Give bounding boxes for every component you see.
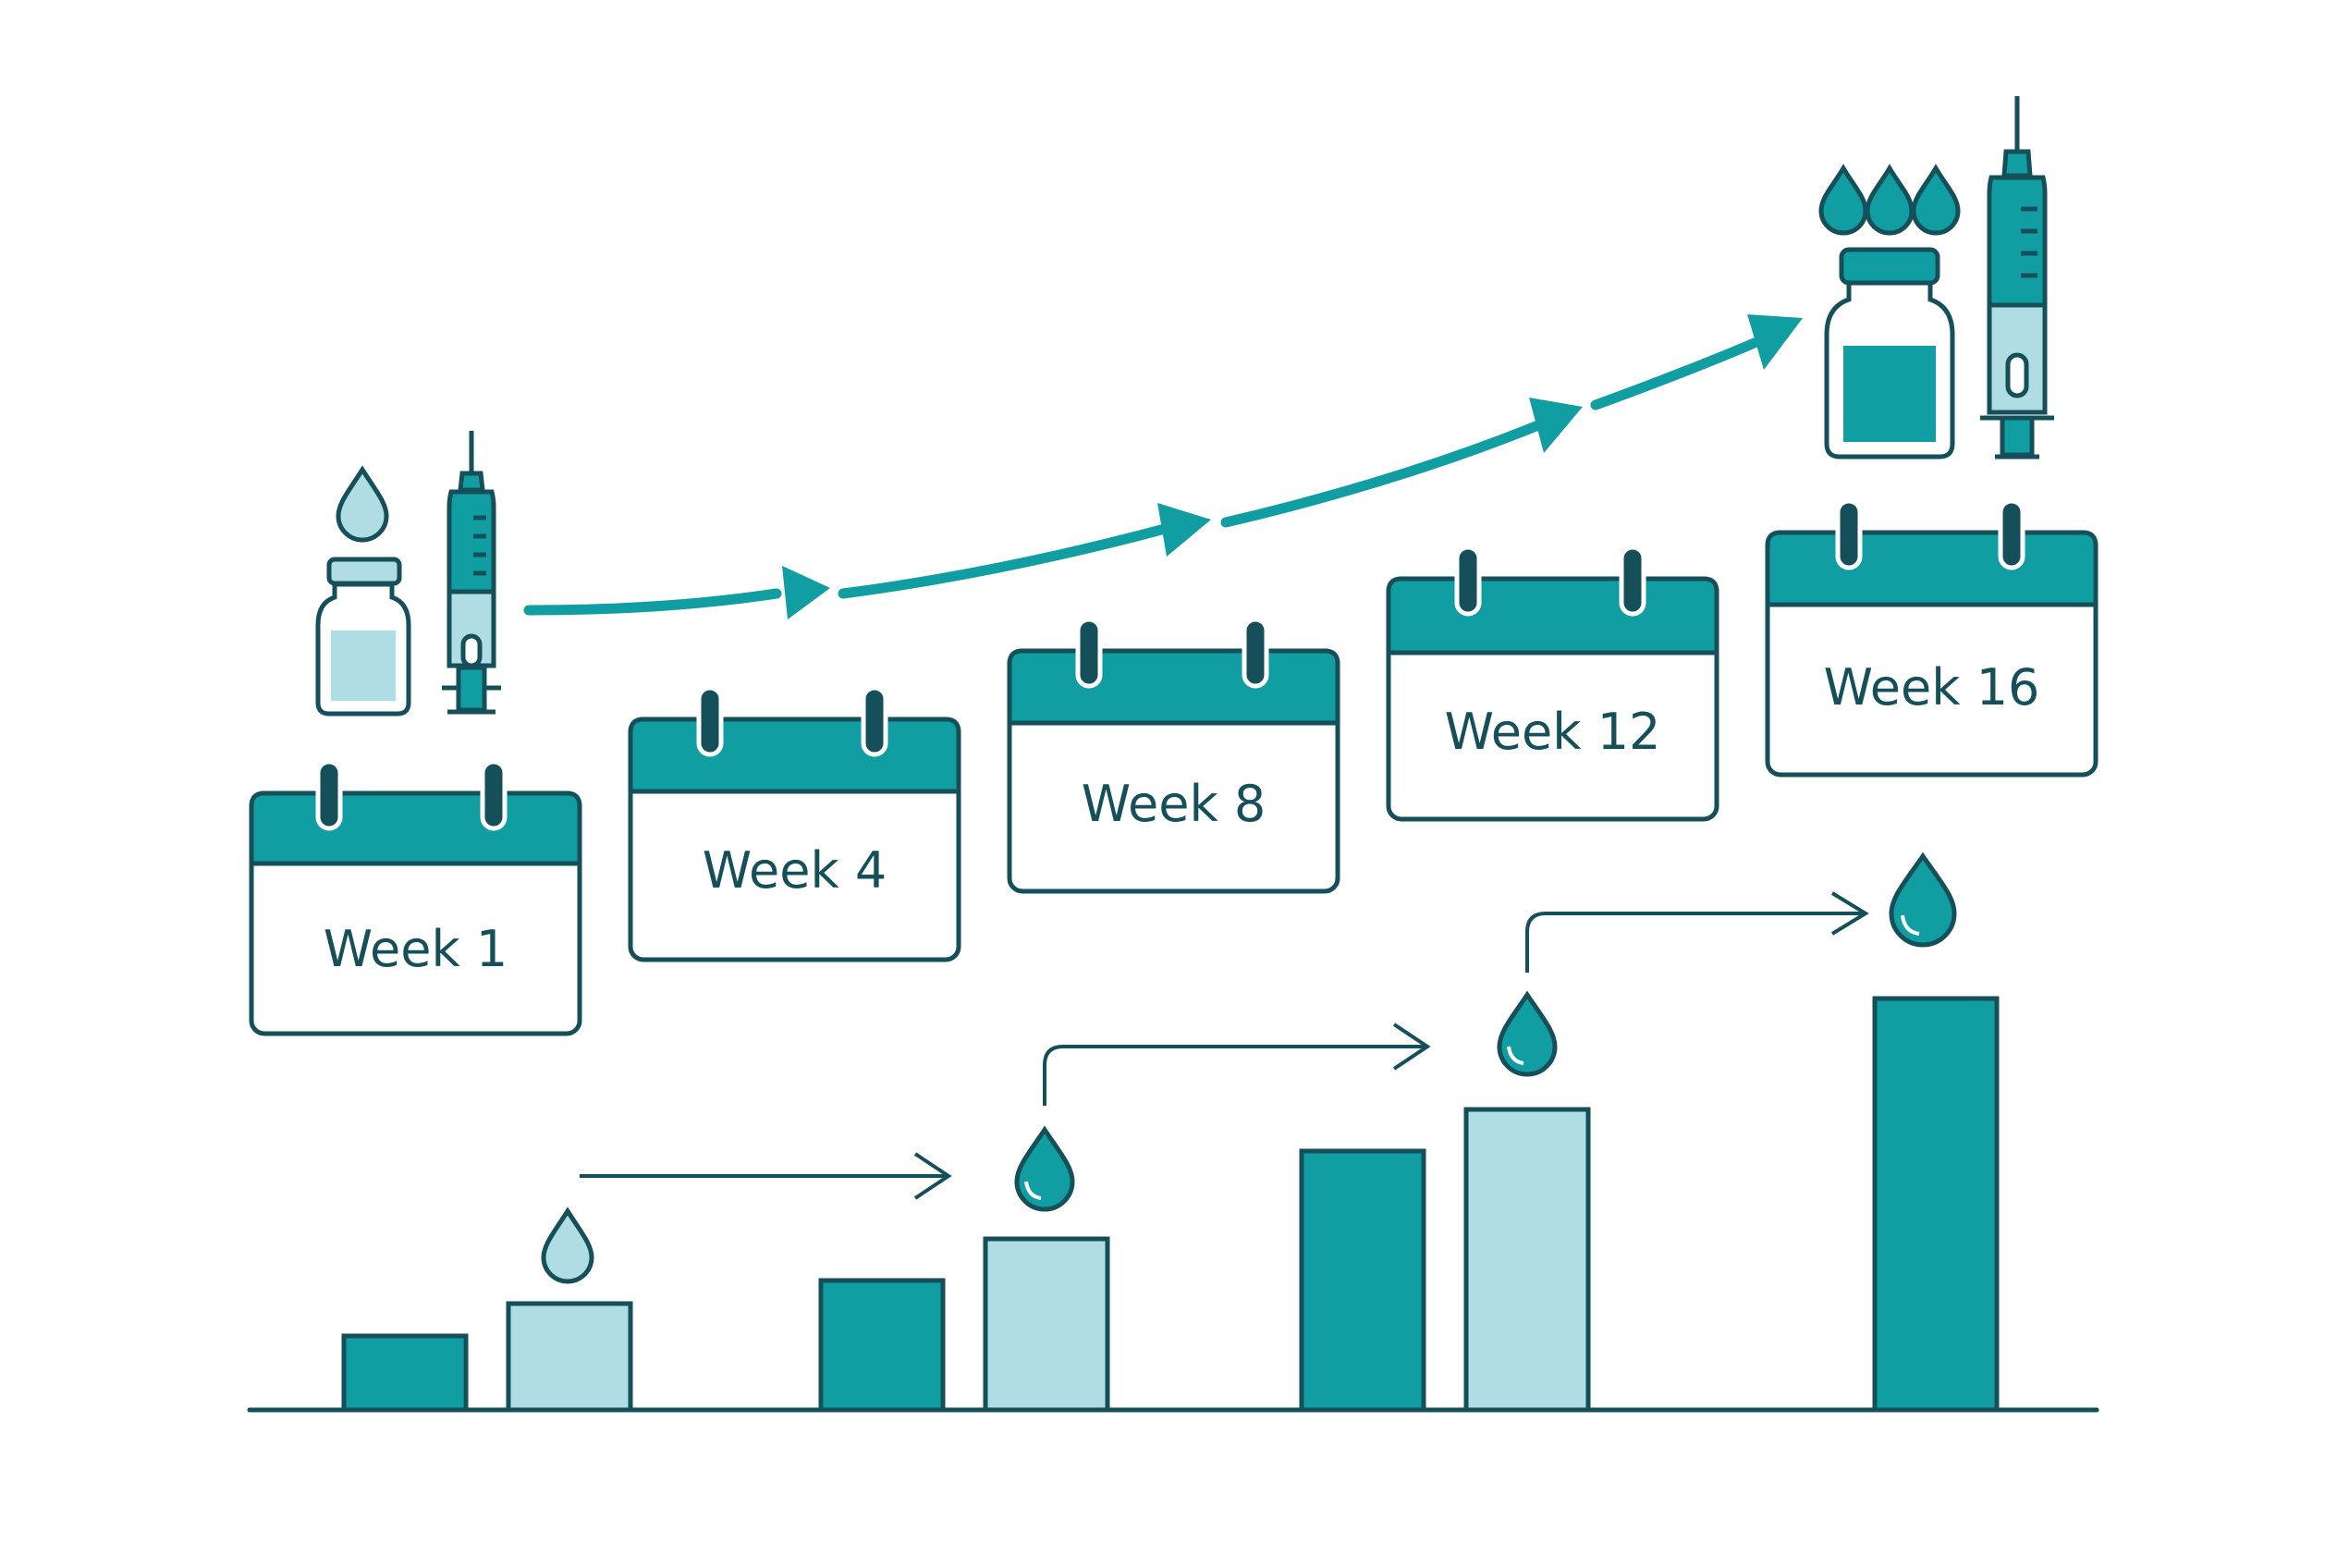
calendar-week-8: Week 8 [1007, 617, 1340, 894]
dose-bar-3-current [1463, 1107, 1591, 1413]
calendar-label: Week 1 [324, 920, 508, 978]
step-arrow-1-head [913, 1152, 952, 1200]
dose-bar-1-previous [341, 1333, 469, 1413]
drop-icon [1014, 1125, 1075, 1212]
small-dose-cluster [315, 431, 501, 717]
drop-icon [541, 1207, 594, 1284]
drop-icon [1818, 164, 1868, 236]
calendar-ring [1454, 545, 1482, 617]
trend-arrow-head-3 [1529, 398, 1583, 453]
calendar-label: Week 12 [1445, 703, 1661, 761]
calendar-ring [1835, 498, 1863, 570]
calendar-ring [696, 685, 724, 757]
calendar-ring [315, 759, 343, 831]
trend-arrow-segment-2 [838, 523, 1170, 599]
calendar-ring [861, 685, 888, 757]
dose-bar-1-current [506, 1301, 633, 1413]
dose-bars [341, 996, 2000, 1413]
calendar-label: Week 4 [703, 841, 887, 900]
calendar-week-12: Week 12 [1386, 545, 1719, 822]
trend-arrow-segment-4 [1590, 337, 1762, 410]
drop-icon [1865, 164, 1915, 236]
vial-icon [315, 557, 411, 717]
dose-bar-2-current [983, 1236, 1110, 1413]
calendar-ring [1242, 617, 1269, 689]
trend-arrow-segment-3 [1220, 420, 1544, 528]
drop-icon [336, 465, 389, 543]
syringe-icon [1980, 96, 2054, 459]
vial-icon [1824, 247, 1955, 459]
calendar-ring [1619, 545, 1646, 617]
calendar-ring [480, 759, 508, 831]
calendar-ring [1075, 617, 1103, 689]
drop-icon [1911, 164, 1961, 236]
trend-arrow-head-1 [782, 566, 830, 619]
step-arrow-3-head [1830, 891, 1869, 936]
calendar-ring [1998, 498, 2025, 570]
large-dose-cluster [1818, 96, 2054, 459]
trend-arrow [523, 314, 1803, 619]
trend-arrow-head-4 [1747, 314, 1803, 370]
bar-drops [541, 851, 1957, 1284]
syringe-icon [442, 431, 501, 715]
dose-bar-3-previous [1299, 1148, 1426, 1413]
calendar-week-16: Week 16 [1765, 498, 2098, 778]
dose-bar-4-current [1872, 996, 2000, 1413]
trend-arrow-head-2 [1157, 503, 1211, 557]
dose-bar-2-previous [818, 1278, 946, 1413]
calendar-label: Week 16 [1824, 658, 2040, 717]
calendar-label: Week 8 [1082, 775, 1266, 833]
step-arrow-3 [1525, 912, 1866, 973]
calendar-week-4: Week 4 [628, 685, 961, 962]
drop-icon [1497, 990, 1558, 1077]
calendar-week-1: Week 1 [249, 759, 582, 1036]
drop-icon [1889, 851, 1957, 948]
step-arrow-2-head [1392, 1023, 1431, 1071]
step-arrow-2 [1043, 1045, 1427, 1106]
step-connectors [580, 891, 1869, 1200]
trend-arrow-segment-1 [523, 588, 782, 616]
